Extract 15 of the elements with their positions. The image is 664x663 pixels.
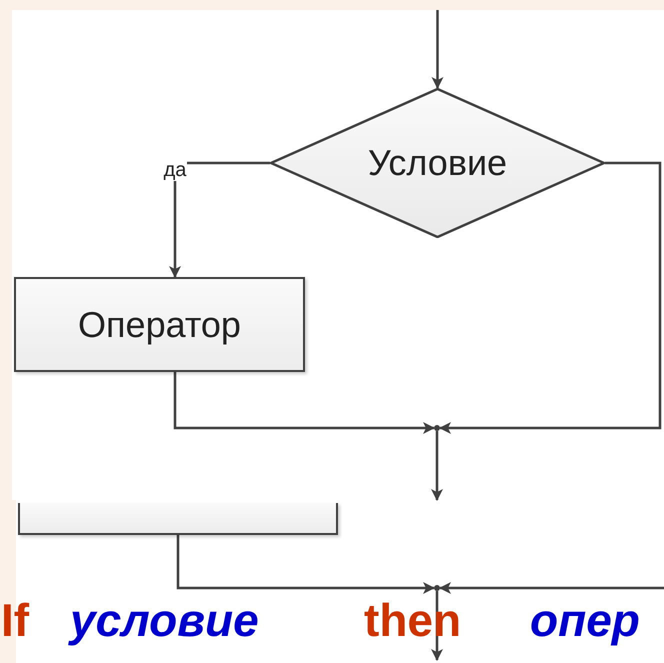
node-text: Оператор (78, 304, 241, 346)
arrow (439, 582, 664, 594)
arrow (439, 162, 662, 434)
process-box (18, 503, 338, 535)
arrow (176, 535, 435, 594)
edge-label: да (162, 159, 188, 181)
arrow (432, 10, 444, 89)
code-text: условие (70, 594, 259, 646)
arrow (174, 372, 435, 434)
process-box (14, 277, 305, 372)
node-text: Условие (368, 142, 508, 184)
code-text: опер (530, 594, 640, 646)
arrow (431, 431, 443, 501)
decision-diamond (270, 88, 605, 238)
code-keyword: If (1, 594, 30, 646)
